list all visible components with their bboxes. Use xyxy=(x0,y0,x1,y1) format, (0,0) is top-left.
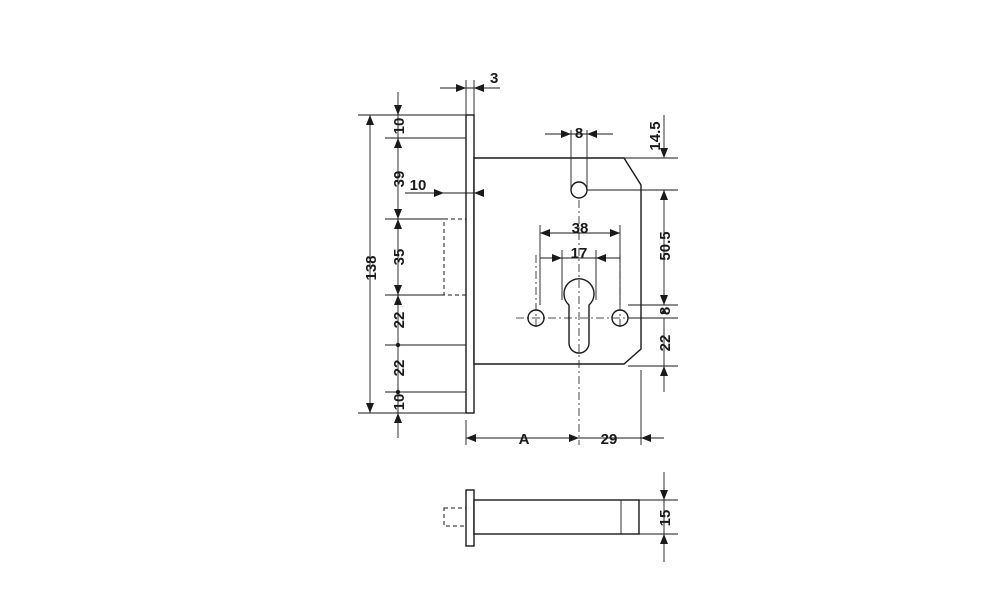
dim-body-depth: 29 xyxy=(601,431,618,448)
dim-top-hole-width: 8 xyxy=(575,125,583,142)
dim-body-thickness: 15 xyxy=(657,510,674,527)
top-dimensions xyxy=(440,80,613,190)
dim-latch-height: 35 xyxy=(391,249,408,266)
dim-hole-spacing-inner: 17 xyxy=(571,245,588,262)
left-dimensions xyxy=(358,92,484,438)
right-dimensions xyxy=(587,115,678,392)
faceplate xyxy=(465,114,475,414)
dim-backset: A xyxy=(519,431,530,448)
dim-cyl-to-hole-2: 22 xyxy=(391,360,408,377)
bottom-dimensions xyxy=(465,370,664,445)
dimension-labels: 3 138 10 39 35 22 22 10 10 8 14.5 38 17 … xyxy=(363,70,674,526)
dim-cylinder-distance: 50.5 xyxy=(657,231,674,260)
dim-top-margin: 10 xyxy=(391,118,408,135)
latch-bolt xyxy=(443,218,467,296)
dim-top-to-latch: 39 xyxy=(391,171,408,188)
side-faceplate xyxy=(465,489,475,547)
dim-total-height: 138 xyxy=(363,255,380,280)
dim-bottom-margin: 10 xyxy=(391,394,408,411)
hole-spacing-dimensions xyxy=(539,225,621,305)
dim-top-hole-offset: 14.5 xyxy=(647,121,664,150)
front-view xyxy=(443,114,642,445)
dim-faceplate-thickness: 3 xyxy=(490,70,498,87)
dim-cyl-to-hole-1: 22 xyxy=(391,312,408,329)
side-view xyxy=(443,472,678,562)
side-body xyxy=(473,499,640,535)
dim-bottom-offset: 22 xyxy=(657,335,674,352)
dim-latch-offset: 10 xyxy=(410,177,427,194)
lock-body xyxy=(473,157,642,365)
cylinder-hole xyxy=(563,278,595,354)
side-latch xyxy=(443,507,467,527)
dim-hole-spacing-outer: 38 xyxy=(572,220,589,237)
dim-cylinder-hole: 8 xyxy=(657,307,674,315)
